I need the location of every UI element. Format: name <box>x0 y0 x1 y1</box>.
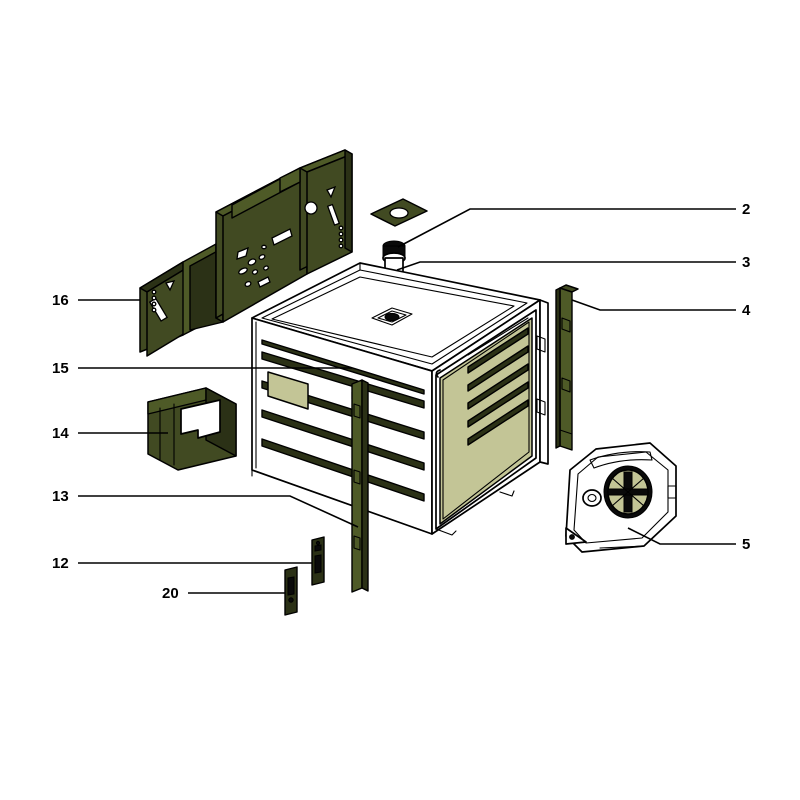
callout-number-3: 3 <box>742 254 750 271</box>
callout-15[interactable]: 15 <box>52 360 352 377</box>
part-13-shelf-support-rail-left <box>351 379 369 593</box>
part-2-vent-gasket-plate <box>370 198 428 227</box>
callout-number-16: 16 <box>52 292 69 309</box>
callout-number-2: 2 <box>742 201 750 218</box>
callout-number-4: 4 <box>742 302 751 319</box>
part-20-hinge-latch-lower <box>284 566 298 616</box>
callout-leader-line-3 <box>396 261 736 271</box>
callout-leader-line-13 <box>78 495 359 528</box>
part-4-shelf-support-rail-right <box>555 284 579 451</box>
callout-4[interactable]: 4 <box>571 299 751 319</box>
part-16-rear-mounting-bracket <box>139 149 353 357</box>
callout-16[interactable]: 16 <box>52 292 140 309</box>
callout-number-13: 13 <box>52 488 69 505</box>
fan-opening <box>603 465 653 519</box>
callout-3[interactable]: 3 <box>396 254 750 271</box>
top-vent-port <box>371 307 413 326</box>
callout-number-5: 5 <box>742 536 750 553</box>
callout-number-12: 12 <box>52 555 69 572</box>
callout-leader-line-2 <box>397 208 736 248</box>
callout-12[interactable]: 12 <box>52 555 312 572</box>
callout-number-14: 14 <box>52 425 69 442</box>
callout-20[interactable]: 20 <box>162 585 285 602</box>
callout-leader-line-4 <box>571 299 736 311</box>
callout-layer: 16 15 14 13 12 20 2 3 4 5 <box>52 201 751 602</box>
callout-leader-line-5 <box>627 527 736 545</box>
callout-13[interactable]: 13 <box>52 488 359 528</box>
part-15-oven-cavity-body <box>251 262 549 536</box>
callout-5[interactable]: 5 <box>627 527 750 553</box>
callout-14[interactable]: 14 <box>52 425 168 442</box>
part-14-window-frame-panel <box>147 387 237 471</box>
callout-number-15: 15 <box>52 360 69 377</box>
part-5-fan-motor-plate <box>565 442 677 553</box>
callout-number-20: 20 <box>162 585 179 602</box>
callout-2[interactable]: 2 <box>397 201 750 248</box>
cavity-rack-slots <box>467 317 529 446</box>
part-12-hinge-latch-upper <box>311 536 325 586</box>
